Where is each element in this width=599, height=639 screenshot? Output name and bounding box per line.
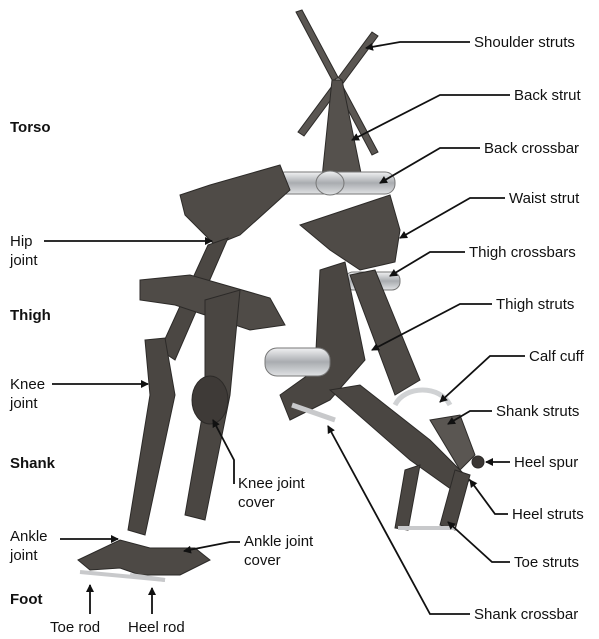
label-shank-crossbar: Shank crossbar <box>474 605 578 624</box>
heel-rod-shape <box>130 575 165 580</box>
label-waist-strut: Waist strut <box>509 189 579 208</box>
label-back-crossbar: Back crossbar <box>484 139 579 158</box>
label-hip-joint-line1: Hip <box>10 232 38 251</box>
label-ankle-joint: Ankle joint <box>10 527 48 565</box>
leader-ankle-joint-cover <box>184 542 240 551</box>
section-shank: Shank <box>10 454 55 473</box>
label-shank-struts: Shank struts <box>496 402 579 421</box>
label-thigh-struts: Thigh struts <box>496 295 574 314</box>
left-foot-shape <box>78 540 210 575</box>
leader-back-strut <box>352 95 510 140</box>
label-shoulder-struts: Shoulder struts <box>474 33 575 52</box>
heel-spur-shape <box>472 456 484 468</box>
label-knee-joint-cover: Knee joint cover <box>238 474 305 512</box>
label-calf-cuff: Calf cuff <box>529 347 584 366</box>
label-knee-joint-cover-line1: Knee joint <box>238 474 305 493</box>
label-heel-rod: Heel rod <box>128 618 185 637</box>
label-ankle-joint-cover: Ankle joint cover <box>244 532 313 570</box>
leader-calf-cuff <box>440 356 525 402</box>
label-hip-joint-line2: joint <box>10 251 38 270</box>
leader-heel-struts <box>470 480 508 514</box>
label-ankle-joint-line2: joint <box>10 546 48 565</box>
label-back-strut: Back strut <box>514 86 581 105</box>
label-thigh-crossbars: Thigh crossbars <box>469 243 576 262</box>
label-toe-rod: Toe rod <box>50 618 100 637</box>
leader-waist-strut <box>400 198 505 238</box>
label-ankle-joint-line1: Ankle <box>10 527 48 546</box>
leader-toe-struts <box>448 522 510 562</box>
label-hip-joint: Hip joint <box>10 232 38 270</box>
left-waist-plate <box>180 165 290 245</box>
label-heel-spur: Heel spur <box>514 453 578 472</box>
label-ankle-joint-cover-line1: Ankle joint <box>244 532 313 551</box>
label-heel-struts: Heel struts <box>512 505 584 524</box>
waist-strut-shape <box>300 195 400 270</box>
leader-thigh-crossbars <box>390 252 465 276</box>
label-knee-joint: Knee joint <box>10 375 45 413</box>
back-crossbar-shape <box>275 171 395 195</box>
section-thigh: Thigh <box>10 306 51 325</box>
calf-cuff-shape <box>395 390 450 405</box>
label-knee-joint-line1: Knee <box>10 375 45 394</box>
left-shank-shape <box>128 338 175 535</box>
label-toe-struts: Toe struts <box>514 553 579 572</box>
leader-back-crossbar <box>380 148 480 183</box>
section-torso: Torso <box>10 118 51 137</box>
label-ankle-joint-cover-line2: cover <box>244 551 313 570</box>
right-knee-chrome <box>265 348 330 376</box>
label-knee-joint-line2: joint <box>10 394 45 413</box>
toe-struts-shape <box>395 465 420 530</box>
label-knee-joint-cover-line2: cover <box>238 493 305 512</box>
leader-shoulder-struts <box>366 42 470 48</box>
section-foot: Foot <box>10 590 42 609</box>
knee-joint-cover-shape <box>192 376 228 424</box>
